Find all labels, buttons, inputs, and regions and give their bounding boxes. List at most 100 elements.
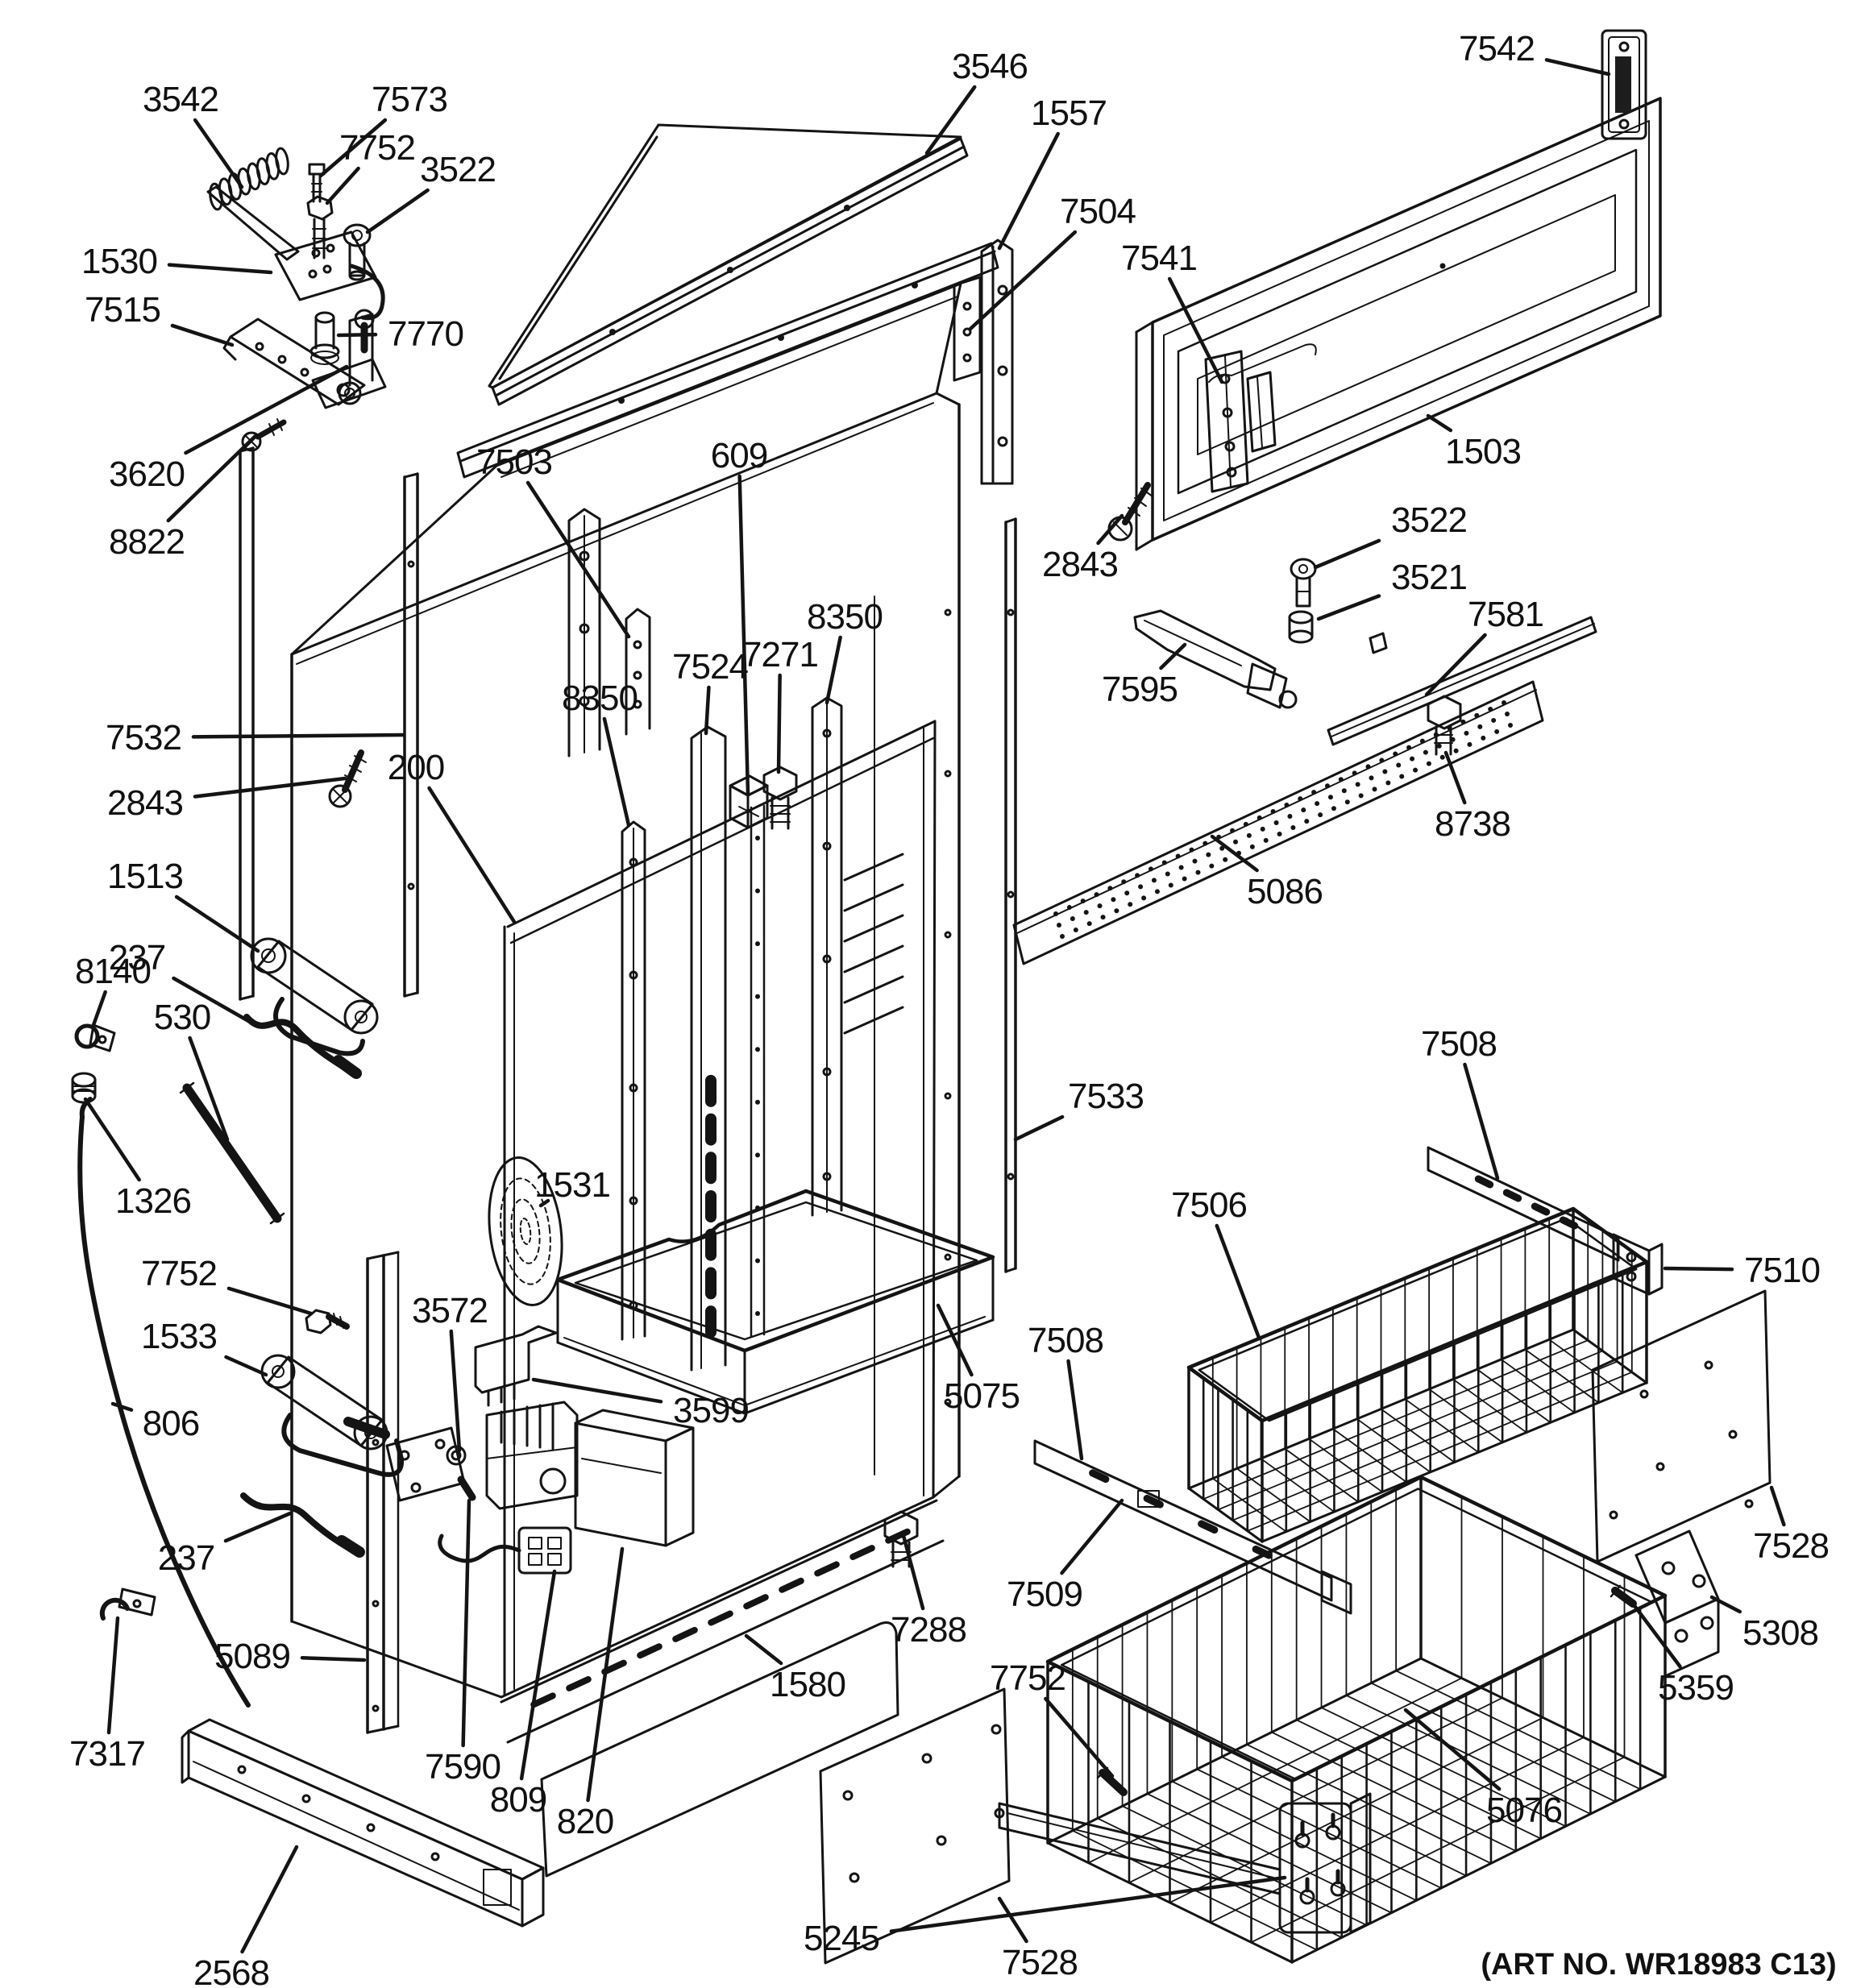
leader-line <box>1044 1696 1115 1778</box>
leader-line <box>825 635 842 705</box>
perforation-dot <box>1413 767 1418 773</box>
leader-line <box>224 1355 268 1377</box>
part-number-label: 820 <box>557 1802 613 1841</box>
callout-3522-3: 3522 <box>365 150 496 234</box>
part-number-label: 7506 <box>1171 1185 1247 1225</box>
part-number-label: 7528 <box>1002 1943 1078 1982</box>
basket-wire <box>1331 1428 1407 1484</box>
part-number-label: 7288 <box>891 1610 966 1650</box>
perforation-dot <box>1385 780 1391 786</box>
perforation-dot <box>1138 884 1144 890</box>
callout-8822-8: 8822 <box>109 433 259 562</box>
perforation-dot <box>1057 923 1061 928</box>
panel-7528-bottom <box>819 1687 1011 1965</box>
part-number-label: 5076 <box>1486 1791 1562 1830</box>
perforation-dot <box>1467 741 1472 747</box>
part-number-label: 7271 <box>742 635 818 674</box>
perforation-dot <box>1060 934 1065 939</box>
part-number-label: 3522 <box>1391 500 1467 540</box>
leader-line <box>170 323 235 347</box>
leader-line <box>519 1569 557 1781</box>
perforation-dot <box>1352 770 1357 776</box>
trim-5089 <box>366 1251 400 1734</box>
leader-line <box>166 433 259 523</box>
leader-line <box>1215 1223 1261 1340</box>
rail-2568 <box>181 1718 545 1928</box>
perforation-dot <box>1379 757 1385 763</box>
part-number-label: 7532 <box>106 718 181 757</box>
perforation-dot <box>1396 762 1402 768</box>
leader-line <box>525 480 631 639</box>
part-number-label: 1326 <box>115 1181 191 1221</box>
perforation-dot <box>1073 928 1078 933</box>
part-number-label: 7542 <box>1459 29 1535 68</box>
perforation-dot <box>1474 712 1480 718</box>
tube-237-upper <box>243 1014 362 1079</box>
leader-line <box>1663 1266 1734 1272</box>
callout-1533-17: 1533 <box>141 1317 268 1377</box>
leader-line <box>172 976 252 1024</box>
leader-line <box>997 1896 1028 1944</box>
perforation-dot <box>755 1311 760 1316</box>
callout-7595-46: 7595 <box>1102 642 1187 709</box>
callout-7581-47: 7581 <box>1424 595 1544 697</box>
leader-line <box>776 673 782 774</box>
perforation-dot <box>1206 852 1211 857</box>
callout-3542-0: 3542 <box>143 80 244 189</box>
perforation-dot <box>1246 832 1252 838</box>
part-number-label: 1503 <box>1445 432 1521 471</box>
perforation-dot <box>1505 712 1510 716</box>
leader-line <box>365 188 430 234</box>
perforation-dot <box>1358 793 1364 799</box>
dash-mark <box>1474 1175 1494 1189</box>
part-number-label: 7317 <box>69 1734 145 1774</box>
perforation-dot <box>1161 860 1167 865</box>
perforation-dot <box>1488 706 1493 712</box>
callout-5075-29: 5075 <box>936 1303 1020 1416</box>
perforation-dot <box>1111 897 1116 903</box>
leader-line <box>167 263 273 275</box>
perforation-dot <box>755 836 760 840</box>
perforation-dot <box>1502 700 1506 705</box>
leader-line <box>1443 750 1467 805</box>
basket-wire <box>1260 1458 1335 1513</box>
basket-7506-upper <box>1186 1206 1649 1543</box>
leader-line <box>240 1845 299 1954</box>
part-number-label: 5086 <box>1247 872 1323 911</box>
callout-5076-57: 5076 <box>1403 1708 1563 1830</box>
dash-mark <box>779 1577 804 1593</box>
leader-line <box>968 230 1078 331</box>
callout-7509-59: 7509 <box>1007 1498 1124 1614</box>
part-number-label: 3599 <box>673 1391 749 1430</box>
callout-7752-60: 7752 <box>990 1658 1115 1778</box>
perforation-dot <box>755 994 760 999</box>
callout-7508-58: 7508 <box>1028 1321 1104 1461</box>
perforation-dot <box>1494 728 1500 734</box>
part-number-label: 1513 <box>107 857 183 896</box>
part-number-label: 3521 <box>1391 558 1467 597</box>
callout-809-24: 809 <box>490 1569 557 1820</box>
perforation-dot <box>1344 799 1350 805</box>
lever-7595 <box>1133 609 1298 709</box>
perforation-dot <box>1315 801 1320 807</box>
basket-wire <box>1211 1477 1287 1533</box>
callout-7542-41: 7542 <box>1459 29 1611 77</box>
basket-wire <box>1476 1368 1551 1424</box>
plate-7541 <box>1204 350 1277 493</box>
leader-line <box>106 1616 120 1735</box>
basket-wire <box>1087 1677 1463 1864</box>
strip-dotted <box>750 804 766 1338</box>
basket-wire <box>1250 1756 1626 1944</box>
perforation-dot <box>1202 840 1208 846</box>
corner-post-1557 <box>980 239 1014 485</box>
perforation-dot <box>1301 807 1306 813</box>
perforation-dot <box>1256 815 1262 820</box>
perforation-dot <box>1128 902 1133 907</box>
leader-line <box>193 118 244 189</box>
heater-plate-7542 <box>1601 29 1647 140</box>
rail-7581 <box>1327 616 1597 746</box>
basket-wire <box>1246 1371 1633 1532</box>
part-number-label: 7503 <box>476 442 552 482</box>
callout-237-19: 237 <box>158 1511 293 1578</box>
perforation-dot <box>1341 788 1347 794</box>
